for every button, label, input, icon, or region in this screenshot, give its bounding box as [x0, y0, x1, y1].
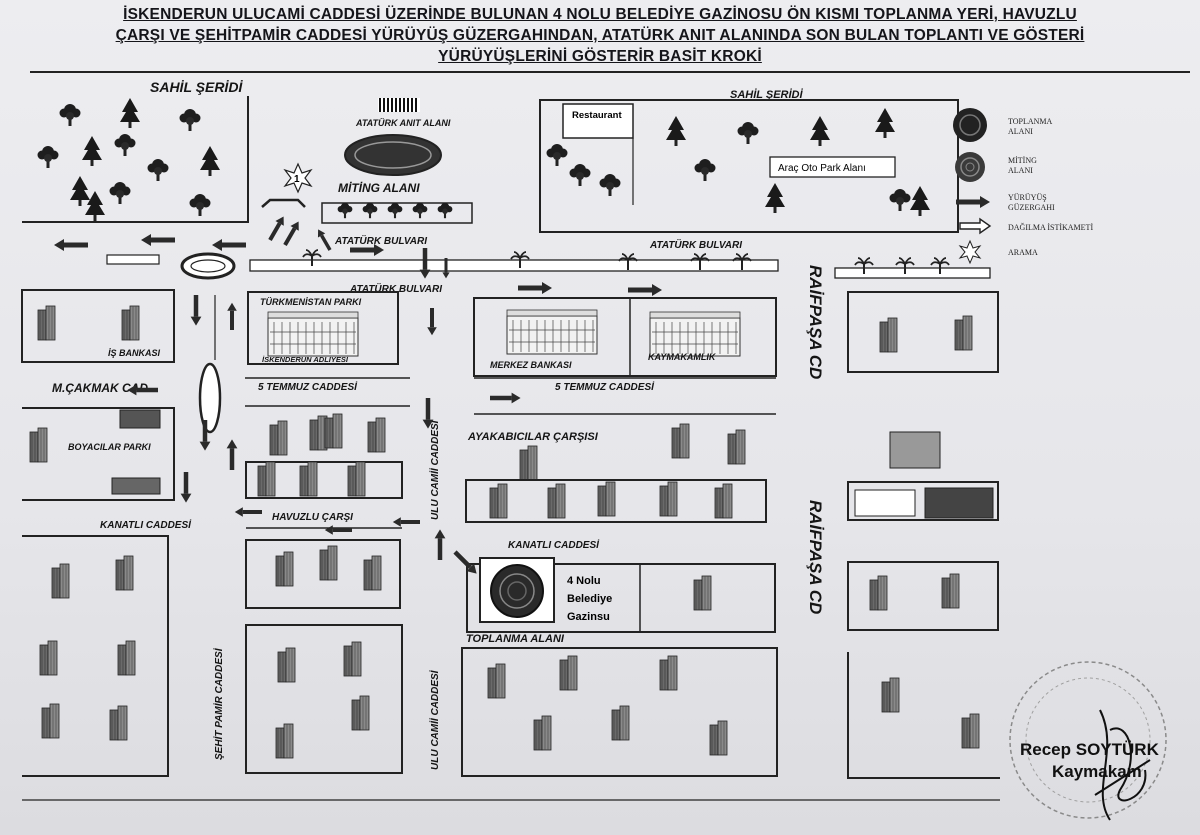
legend-toplanma-icon	[953, 108, 987, 142]
ulu-camii-caddesi-label-1: ULU CAMİİ CADDESİ	[428, 419, 441, 520]
title-line-2: ÇARŞI VE ŞEHİTPAMİR CADDESİ YÜRÜYÜŞ GÜZE…	[115, 27, 1085, 44]
raifpasa-cd-label-1: RAİFPAŞA CD	[806, 265, 825, 379]
restaurant-label: Restaurant	[572, 110, 622, 121]
title-line-1: İSKENDERUN ULUCAMİ CADDESİ ÜZERİNDE BULU…	[123, 6, 1077, 23]
legend-dagilma-arrow-icon	[959, 218, 991, 234]
svg-text:1: 1	[294, 174, 300, 185]
gazino-label-1: 4 Nolu	[567, 575, 601, 587]
boyacilar-parki-block	[22, 407, 175, 501]
legend-yuruyus-arrow-icon	[956, 196, 990, 208]
sehit-pamir-caddesi-label: ŞEHİT PAMİR CADDESİ	[212, 647, 225, 760]
ayakabicilar-block	[465, 479, 767, 523]
m-cakmak-cad-label: M.ÇAKMAK CAD	[52, 381, 148, 395]
boulevard-median-left	[106, 254, 160, 265]
svg-text:ARAMA: ARAMA	[1008, 248, 1038, 257]
roundabout	[180, 252, 236, 280]
ataturk-anit-alani-label: ATATÜRK ANIT ALANI	[355, 118, 451, 128]
legend-arama-star-icon	[958, 239, 982, 265]
bracket-shape	[261, 198, 306, 208]
boulevard-median-right	[834, 267, 991, 279]
turkmenistan-parki-label: TÜRKMENİSTAN PARKI	[260, 297, 362, 307]
bottom-central-block	[461, 647, 778, 777]
sahil-seridi-left: SAHİL ŞERİDİ	[150, 79, 243, 95]
svg-text:TOPLANMA: TOPLANMA	[1008, 117, 1053, 126]
park-trees-left	[37, 98, 220, 221]
title-line-3: YÜRÜYÜŞLERİNİ GÖSTERİR BASİT KROKİ	[438, 48, 762, 65]
boulevard-median	[249, 259, 779, 272]
gazino-label-2: Belediye	[567, 593, 612, 605]
restaurant-box	[562, 103, 634, 139]
gazino-block	[466, 563, 776, 633]
sahil-seridi-right: SAHİL ŞERİDİ	[730, 88, 803, 101]
turkmenistan-parki-block	[247, 291, 399, 365]
right-block-4	[847, 652, 1000, 779]
svg-text:DAĞILMA İSTİKAMETİ: DAĞILMA İSTİKAMETİ	[1008, 222, 1093, 232]
ataturk-bulvari-label-2: ATATÜRK BULVARI	[649, 238, 742, 251]
ataturk-bulvari-label-3: ATATÜRK BULVARI	[349, 282, 442, 295]
toplanma-alani-marker	[490, 564, 544, 618]
search-point-star-icon: 1	[283, 162, 313, 194]
toplanma-alani-label: TOPLANMA ALANI	[466, 633, 565, 645]
ataturk-monument-icon	[378, 98, 420, 112]
right-block-3	[847, 561, 999, 631]
svg-text:YÜRÜYÜŞ: YÜRÜYÜŞ	[1008, 193, 1047, 202]
svg-text:ALANI: ALANI	[1008, 166, 1033, 175]
kanatli-caddesi-label-2: KANATLI CADDESİ	[508, 538, 600, 551]
miting-alani-label: MİTİNG ALANI	[338, 180, 420, 195]
miting-alani-ellipse	[344, 134, 442, 176]
gazino-label-3: Gazinsu	[567, 611, 610, 623]
ulu-camii-caddesi-label-2: ULU CAMİİ CADDESİ	[428, 669, 441, 770]
palm-row-plaza	[321, 202, 473, 224]
vertical-median	[198, 362, 222, 434]
park-block-left	[22, 96, 249, 223]
otopark-label: Araç Oto Park Alanı	[778, 163, 866, 174]
central-block-north	[245, 461, 403, 499]
adliye-label: İSKENDERUN ADLİYESİ	[262, 355, 349, 364]
bottom-left-block	[22, 535, 169, 777]
is-bankasi-block	[21, 289, 175, 363]
5-temmuz-caddesi-label-2: 5 TEMMUZ CADDESİ	[555, 380, 655, 393]
right-block-2	[847, 481, 999, 521]
havuzlu-south-block	[245, 539, 401, 609]
official-stamp	[1009, 661, 1167, 819]
kanatli-caddesi-label-1: KANATLI CADDESİ	[100, 518, 192, 531]
svg-text:ALANI: ALANI	[1008, 127, 1033, 136]
5-temmuz-caddesi-label-1: 5 TEMMUZ CADDESİ	[258, 380, 358, 393]
boyacilar-parki-label: BOYACILAR PARKI	[68, 442, 151, 452]
signature-name: Recep SOYTÜRK	[1020, 740, 1159, 759]
palm-row-trees	[337, 202, 453, 219]
otopark-box	[769, 156, 896, 178]
signature-scribble	[1094, 709, 1151, 821]
svg-text:GÜZERGAHI: GÜZERGAHI	[1008, 203, 1055, 212]
svg-text:MİTİNG: MİTİNG	[1008, 156, 1037, 165]
sehit-pamir-block	[245, 624, 403, 774]
ataturk-bulvari-label-1: ATATÜRK BULVARI	[334, 234, 427, 247]
kaymakamlik-label: KAYMAKAMLIK	[648, 352, 717, 362]
is-bankasi-label: İŞ BANKASI	[108, 348, 161, 358]
ayakabicilar-carsisi-label: AYAKABICILAR ÇARŞISI	[467, 431, 599, 443]
right-block-1	[847, 291, 999, 373]
raifpasa-cd-label-2: RAİFPAŞA CD	[806, 500, 825, 614]
havuzlu-carsi-label: HAVUZLU ÇARŞI	[272, 512, 353, 523]
signature-role: Kaymakam	[1052, 762, 1142, 781]
legend-miting-icon	[955, 152, 985, 182]
merkez-bankasi-block	[473, 297, 777, 377]
merkez-bankasi-label: MERKEZ BANKASI	[490, 360, 572, 370]
legend: TOPLANMA ALANI MİTİNG ALANI YÜRÜYÜŞ GÜZE…	[953, 108, 1093, 265]
